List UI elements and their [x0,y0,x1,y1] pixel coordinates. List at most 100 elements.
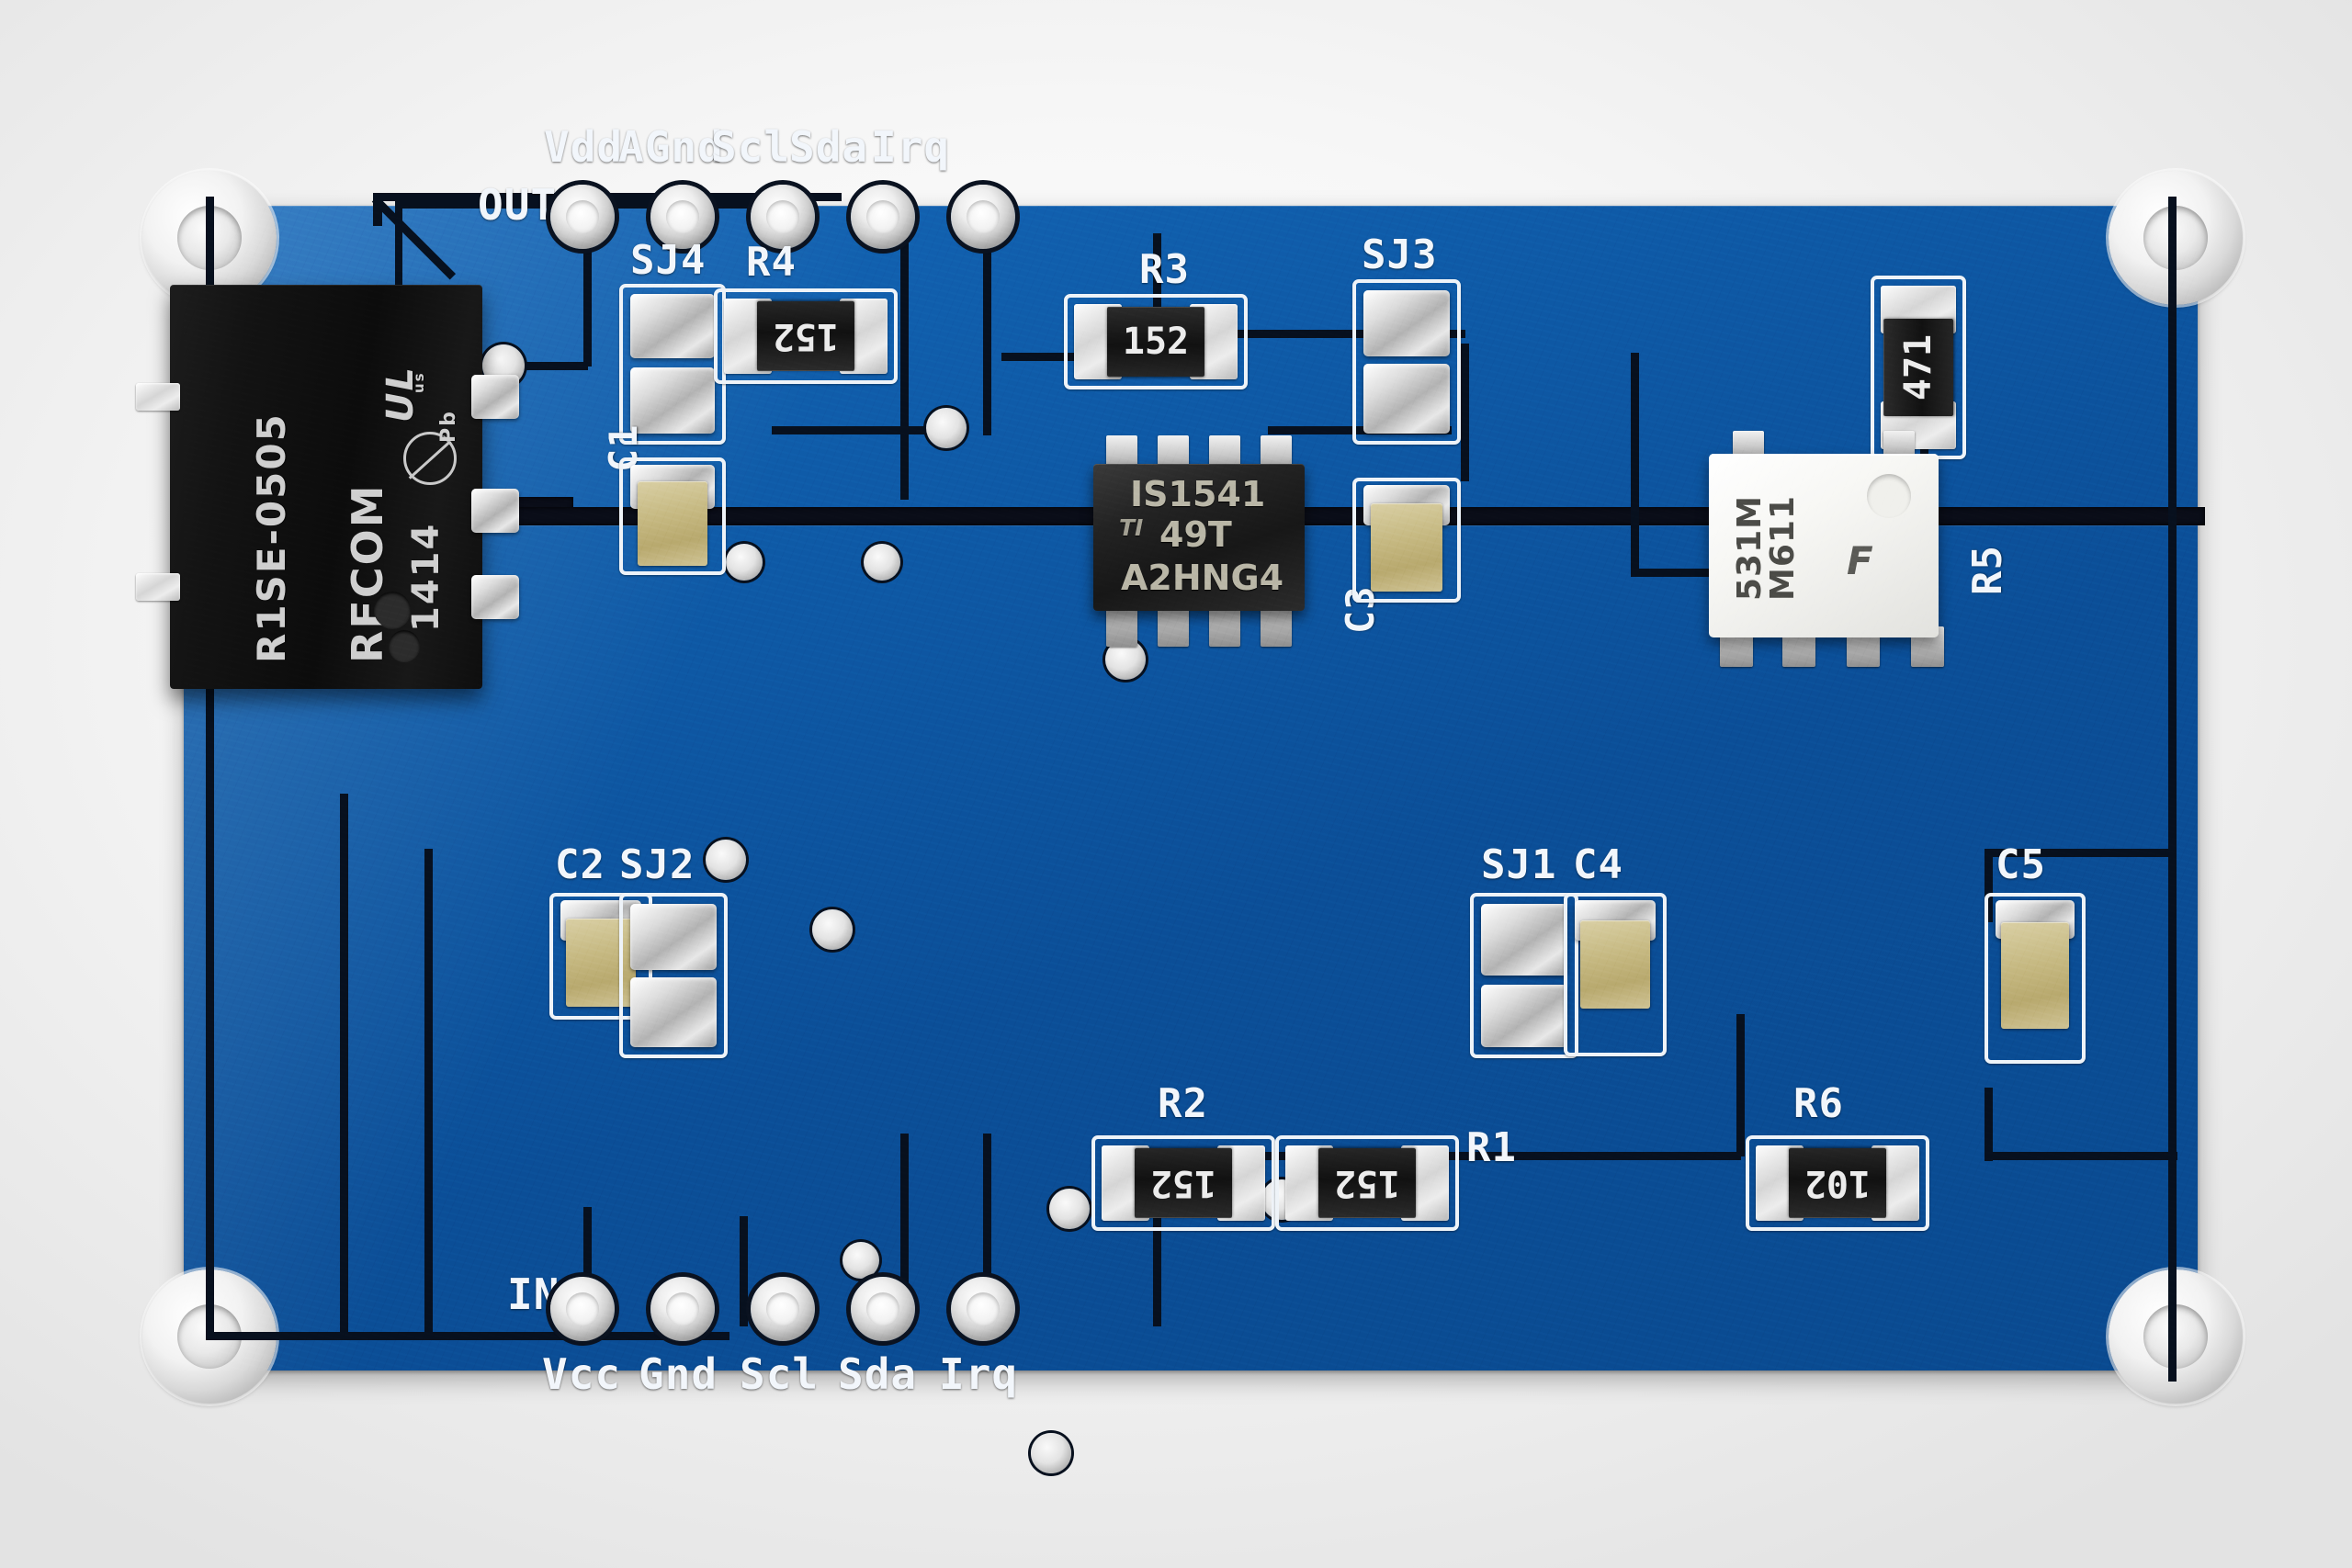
trace-scl-down [900,233,909,500]
c4-body [1580,920,1650,1009]
trace-c5-a [1984,849,1993,922]
in-pad-irq[interactable] [951,1277,1015,1341]
solder-jumper-sj1[interactable] [1470,893,1578,1058]
out-pin-label-irq: Irq [871,122,951,172]
dcdc-pad-left-top [136,383,180,411]
trace-mid-a [772,426,946,434]
capacitor-c3 [1352,478,1461,603]
designator-c4: C4 [1573,841,1623,888]
dcdc-date-code: 1414 [405,522,447,632]
resistor-r3 [1064,294,1248,389]
via-pad-j [1031,1433,1071,1473]
c2-body [566,919,636,1007]
sj3-blob-bottom [1363,364,1450,434]
designator-r5: R5 [1964,545,2011,595]
sj2-blob-bottom [630,977,717,1047]
in-pin-label-sda: Sda [838,1349,918,1399]
ic-marking-line3: A2HNG4 [1121,558,1284,598]
designator-r3: R3 [1139,246,1190,293]
trace-bottom-hdr-1 [583,1207,592,1326]
out-pad-agnd[interactable] [650,185,715,249]
sj3-blob-top [1363,290,1450,356]
trace-bottom-hdr-3 [900,1134,909,1326]
trace-mid-e [1631,353,1639,573]
via-pad-a [726,544,763,581]
dcdc-pad-right-bot [471,575,519,619]
ti-logo-icon: TI [1119,514,1144,541]
designator-c2: C2 [555,841,605,888]
trace-mid-d [1461,344,1469,481]
dcdc-pad-right-mid [471,489,519,533]
out-pin-label-sda: Sda [789,122,869,172]
designator-c5: C5 [1996,841,2046,888]
pb-free-label: Pb [437,410,460,443]
trace-right-low [1984,1152,2177,1160]
dcdc-brand: RECOM [343,483,392,663]
out-pad-sda[interactable] [851,185,915,249]
out-pad-irq[interactable] [951,185,1015,249]
sj1-blob-top [1481,904,1567,976]
out-pin-label-scl: Scl [711,122,791,172]
sj4-blob-top [630,294,715,358]
dcdc-pad-left-bot [136,573,180,601]
trace-left-low [206,523,214,1340]
trace-vdd-down [583,233,592,367]
trace-out-horiz [373,198,382,226]
capacitor-c4 [1564,893,1667,1056]
pcb-board: OUT Vdd AGnd Scl Sda Irq IN Vcc Gnd Scl … [136,122,2243,1473]
trace-vdd-to-pad [514,362,588,370]
ic-marking-line1: IS1541 [1130,474,1266,514]
dcdc-converter-module: R1SE-0505 RECOM UL us Pb 1414 [170,285,482,689]
in-pin-label-irq: Irq [939,1349,1019,1399]
dcdc-pin-dot-1 [374,592,411,628]
trace-bottom-right-up [1736,1014,1745,1156]
solder-jumper-sj2[interactable] [619,893,728,1058]
resistor-r6 [1746,1135,1929,1231]
trace-bottom-hdr-4 [983,1134,991,1326]
designator-r4: R4 [746,239,797,286]
out-pad-vdd[interactable] [550,185,615,249]
solder-jumper-sj3[interactable] [1352,279,1461,445]
dcdc-pin-dot-2 [389,630,420,661]
via-pad-c [926,408,967,448]
trace-bottom-hdr-2 [740,1216,748,1326]
designator-r6: R6 [1793,1080,1844,1127]
designator-r2: R2 [1158,1080,1208,1127]
r3-body: 152 [1107,307,1204,377]
via-pad-g [1049,1189,1090,1229]
designator-r1: R1 [1466,1124,1517,1171]
in-pad-scl[interactable] [751,1277,815,1341]
optocoupler: M611 531M F [1709,454,1939,637]
in-group-label: IN [507,1269,560,1319]
trace-mid-c [1268,426,1452,434]
r4-body: 152 [757,301,854,371]
in-pin-label-scl: Scl [740,1349,820,1399]
opto-marking-line2: 531M [1731,495,1769,601]
trace-out-diag [371,196,457,280]
out-group-label: OUT [478,180,558,230]
opto-pin1-marker-icon [1867,474,1911,518]
trace-right-border [2168,197,2177,1382]
resistor-r1 [1275,1135,1459,1231]
in-pad-vcc[interactable] [550,1277,615,1341]
out-pin-label-agnd: AGnd [618,122,724,172]
in-pad-gnd[interactable] [650,1277,715,1341]
c3-body [1371,503,1442,592]
dcdc-pad-right-top [471,375,519,419]
designator-sj2: SJ2 [619,841,695,888]
r6-body: 102 [1789,1148,1886,1218]
sj1-blob-bottom [1481,985,1567,1047]
sj4-blob-bottom [630,367,715,434]
r2-body: 152 [1135,1148,1232,1218]
c5-body [2001,922,2069,1029]
trace-top-rail [395,206,402,316]
dcdc-cert-sub: us [411,371,427,393]
out-pad-scl[interactable] [751,185,815,249]
via-pad-b [864,544,900,581]
out-pin-label-vdd: Vdd [544,122,624,172]
capacitor-c5 [1984,893,2086,1064]
in-pad-sda[interactable] [851,1277,915,1341]
via-pad-e [706,840,746,880]
trace-bot-row [206,1332,729,1340]
fairchild-logo-icon: F [1847,538,1874,583]
